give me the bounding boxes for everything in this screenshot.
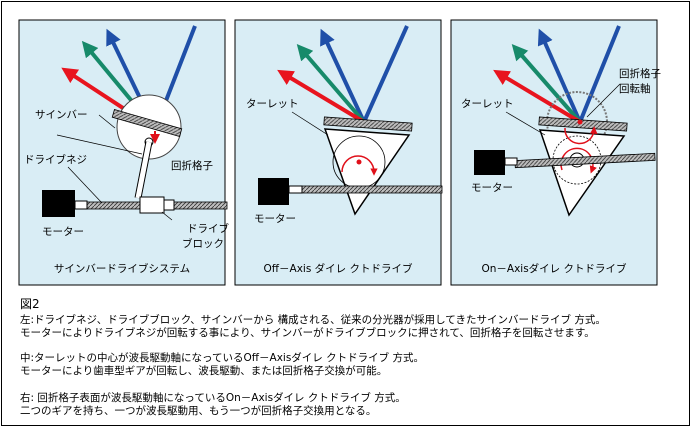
motor [42, 190, 75, 217]
figure-label: 図2 [20, 297, 40, 311]
incident-beam [578, 25, 621, 123]
turret [538, 129, 626, 217]
motor-shaft [504, 157, 518, 166]
description-line: 中:ターレットの中心が波長駆動軸になっているOff－Axisダイレ クトドライブ… [20, 352, 424, 364]
panel-off-axis: ターレット モーター Off－Axis ダイレ クトドライブ [234, 19, 443, 286]
panel-caption: On－Axisダイレ クトドライブ [481, 262, 627, 275]
grating-axis [577, 119, 583, 125]
panel-on-axis: ターレット 回折格子 回転軸 モーター On－Axisダイレ クトドライブ [450, 19, 661, 286]
diffracted-beam-red [493, 69, 582, 124]
motor [474, 150, 505, 175]
label-grating-axis-1: 回折格子 [619, 67, 661, 80]
diffracted-beam-blue [537, 28, 582, 123]
motor-shaft [288, 185, 303, 194]
label-drive-block-2: ブロック [182, 237, 224, 250]
diffracted-beam-green [296, 43, 366, 124]
leader-line [505, 111, 546, 136]
diffracted-beam-blue [320, 28, 366, 123]
label-motor: モーター [471, 182, 513, 194]
label-drive-block-1: ドライブ [187, 222, 229, 235]
leader-line [586, 83, 621, 118]
grating-surface [111, 109, 183, 137]
rotation-arrow-axis [564, 126, 598, 145]
panel-caption: Off－Axis ダイレ クトドライブ [264, 262, 413, 275]
panel-caption: サインバードライブシステム [54, 262, 190, 275]
drive-gear-screw [301, 185, 443, 194]
leader-line [291, 111, 329, 136]
motor-shaft [74, 200, 88, 210]
drive-block-tab [163, 199, 175, 211]
label-drive-screw: ドライブネジ [24, 153, 87, 166]
leader-line [161, 211, 173, 221]
rotation-arrow [341, 155, 378, 176]
leader-line [56, 134, 143, 155]
sine-bar-core [135, 141, 152, 199]
leader-line [98, 114, 116, 129]
label-motor: モーター [42, 226, 84, 238]
label-grating: 回折格子 [171, 159, 213, 172]
description-line: 二つのギアを持ち、一つが波長駆動用、もう一つが回折格子交換用となる。 [20, 405, 377, 417]
motor [258, 178, 289, 205]
grating-surface [323, 116, 413, 132]
panel-sine-bar: サインバー ドライブネジ 回折格子 モーター ドライブ ブロック サインバードラ… [18, 19, 229, 286]
description-line: 左:ドライブネジ、ドライブブロック、サインバーから 構成される、従来の分光器が採… [20, 314, 606, 326]
diffracted-beam-red [277, 69, 366, 124]
diffracted-beam-green [511, 43, 582, 124]
label-turret: ターレット [246, 98, 299, 110]
drive-system-diagram: サインバー ドライブネジ 回折格子 モーター ドライブ ブロック サインバードラ… [18, 19, 661, 286]
drive-block [139, 196, 165, 214]
label-grating-axis-2: 回転軸 [619, 82, 651, 95]
leader-line [67, 166, 103, 204]
incident-beam [362, 25, 409, 123]
description-line: 右: 回折格子表面が波長駆動軸になっているOn－Axisダイレ クトドライブ 方… [20, 392, 406, 404]
label-motor: モーター [254, 213, 296, 225]
grating-surface [538, 116, 628, 132]
turret-axis [356, 159, 362, 165]
description-line: モーターによりドライブネジが回転する事により、サインバーがドライブブロックに押さ… [20, 327, 595, 339]
label-turret: ターレット [461, 98, 514, 110]
label-sine-bar: サインバー [35, 109, 88, 121]
description-line: モーターにより歯車型ギアが回転し、波長駆動、または回折格子交換が可能。 [20, 365, 388, 377]
